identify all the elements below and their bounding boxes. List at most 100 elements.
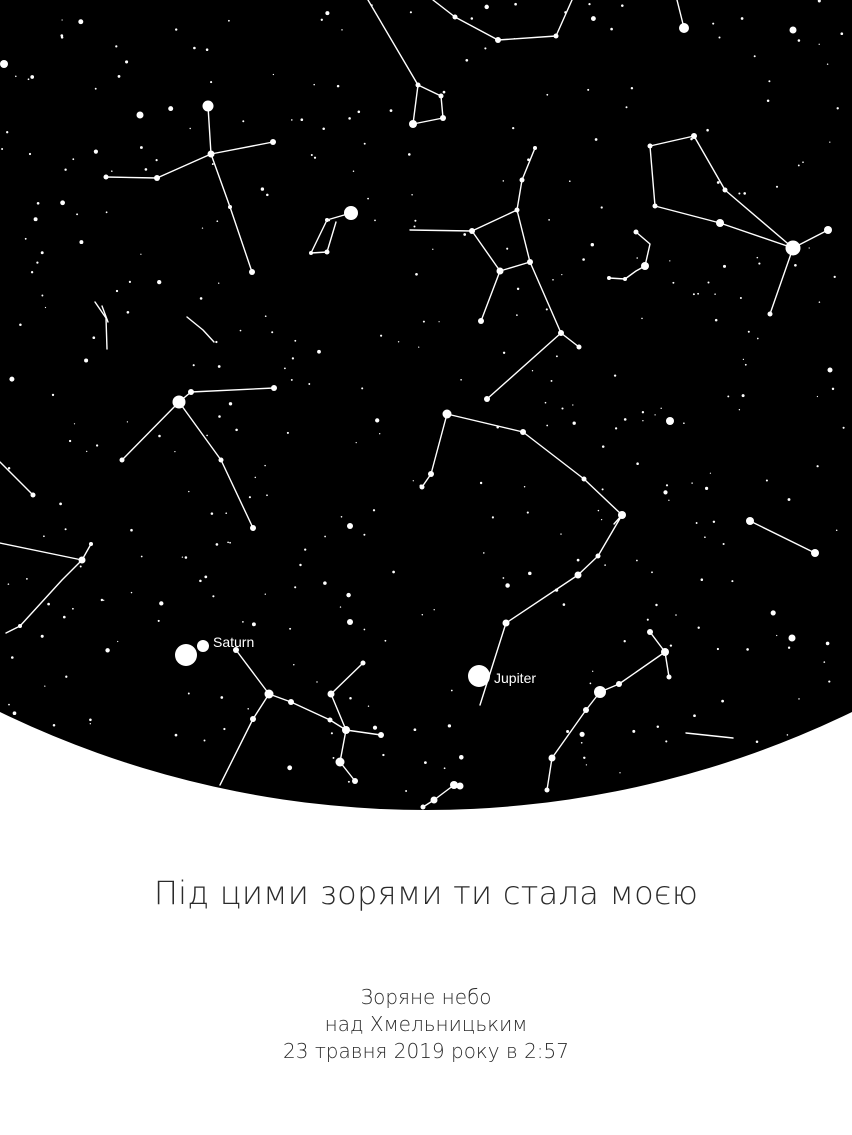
star	[438, 93, 444, 99]
star	[533, 146, 537, 150]
star	[641, 262, 649, 270]
faint-star	[625, 106, 628, 109]
faint-star	[215, 543, 219, 546]
star	[746, 517, 754, 525]
faint-star	[115, 289, 119, 293]
star	[661, 648, 669, 656]
faint-star	[590, 16, 596, 22]
star	[218, 457, 224, 463]
faint-star	[372, 725, 378, 730]
faint-star	[704, 536, 706, 539]
faint-star	[828, 680, 831, 683]
faint-star	[636, 559, 638, 562]
star	[450, 781, 458, 789]
faint-star	[210, 512, 214, 515]
faint-star	[323, 581, 327, 585]
star	[264, 689, 274, 699]
star	[430, 796, 438, 804]
faint-star	[672, 281, 675, 284]
faint-star	[695, 522, 698, 524]
faint-star	[220, 696, 224, 699]
star	[583, 707, 589, 713]
faint-star	[579, 731, 585, 737]
faint-star	[27, 78, 30, 81]
faint-star	[642, 420, 644, 422]
star	[544, 787, 550, 793]
caption-title: Зоряне небо	[360, 985, 492, 1009]
faint-star	[9, 376, 15, 382]
faint-star	[829, 141, 831, 143]
faint-star	[41, 294, 44, 297]
faint-star	[460, 378, 462, 381]
faint-star	[287, 765, 293, 771]
faint-star	[641, 317, 643, 320]
saturn-label: Saturn	[213, 634, 254, 650]
faint-star	[228, 19, 230, 22]
faint-star	[484, 4, 489, 10]
faint-star	[669, 644, 673, 647]
faint-star	[84, 358, 89, 363]
poster-headline: Під цими зорями ти стала моєю	[153, 874, 699, 912]
faint-star	[363, 142, 366, 145]
faint-star	[413, 728, 417, 732]
star	[270, 139, 276, 145]
star	[352, 778, 358, 784]
faint-star	[744, 363, 747, 366]
faint-star	[382, 753, 385, 757]
faint-star	[443, 767, 446, 770]
faint-star	[412, 480, 414, 482]
faint-star	[225, 512, 228, 515]
faint-star	[516, 287, 520, 291]
faint-star	[60, 36, 64, 39]
faint-star	[289, 627, 292, 630]
star	[553, 33, 559, 39]
star	[347, 523, 353, 529]
faint-star	[43, 535, 45, 538]
faint-star	[181, 556, 184, 558]
faint-star	[61, 19, 63, 21]
faint-star	[210, 81, 213, 84]
faint-star	[758, 262, 761, 265]
faint-star	[235, 428, 238, 432]
star	[496, 267, 504, 275]
faint-star	[372, 509, 376, 512]
star	[89, 542, 93, 546]
star	[679, 23, 689, 33]
faint-star	[33, 217, 38, 222]
faint-star	[433, 609, 435, 611]
faint-star	[94, 87, 97, 90]
faint-star	[816, 395, 819, 398]
faint-star	[174, 450, 176, 453]
faint-star	[825, 641, 830, 646]
faint-star	[105, 211, 108, 214]
faint-star	[328, 219, 331, 222]
star	[327, 717, 333, 723]
faint-star	[247, 708, 249, 710]
faint-star	[697, 626, 700, 629]
faint-star	[419, 484, 423, 488]
faint-star	[786, 734, 789, 736]
faint-star	[491, 516, 494, 519]
faint-star	[797, 164, 800, 167]
faint-star	[523, 485, 526, 488]
faint-star	[555, 355, 558, 358]
faint-star	[568, 180, 571, 183]
star	[652, 203, 658, 209]
star	[666, 674, 672, 680]
faint-star	[756, 337, 759, 340]
faint-star	[588, 2, 591, 6]
faint-star	[339, 606, 342, 608]
faint-star	[73, 423, 76, 425]
faint-star	[346, 592, 351, 598]
faint-star	[447, 724, 452, 728]
star	[616, 681, 622, 687]
poster-caption: Зоряне небо над Хмельницьким 23 травня 2…	[0, 984, 852, 1065]
star	[119, 457, 125, 463]
faint-star	[95, 444, 99, 447]
faint-star	[379, 433, 381, 435]
star	[78, 556, 86, 564]
star	[558, 330, 564, 336]
faint-star	[601, 445, 605, 448]
faint-star	[465, 58, 469, 62]
faint-star	[798, 698, 800, 700]
